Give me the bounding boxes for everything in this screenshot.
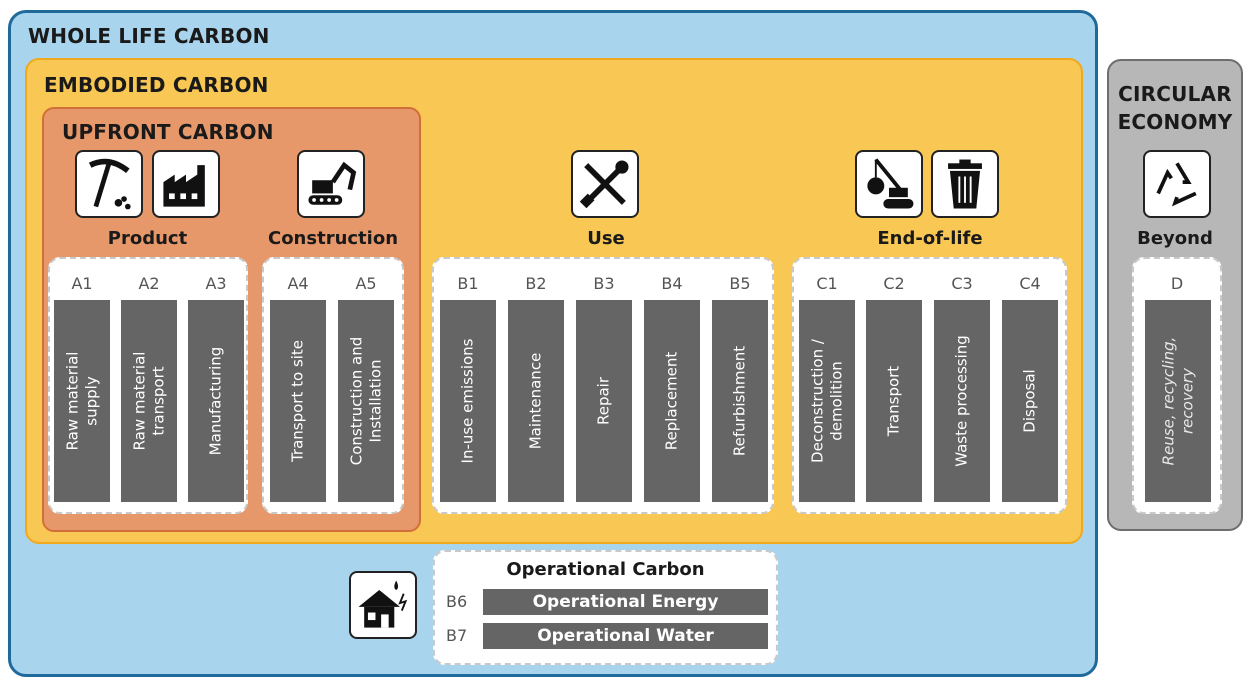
whole-life-carbon-title: WHOLE LIFE CARBON xyxy=(28,24,270,48)
stage-bar-a4: Transport to site xyxy=(270,300,326,502)
stage-label-c4: Disposal xyxy=(1020,369,1039,433)
stage-bar-c1: Deconstruction /demolition xyxy=(799,300,855,502)
circular-economy-title: CIRCULAR ECONOMY xyxy=(1107,80,1243,136)
stage-code-c3: C3 xyxy=(951,274,973,293)
stage-bar-a3: Manufacturing xyxy=(188,300,244,502)
factory-icon xyxy=(152,150,220,218)
stage-code-b4: B4 xyxy=(661,274,683,293)
end-of-life-group-label: End-of-life xyxy=(877,228,983,249)
stage-bar-b1: In-use emissions xyxy=(440,300,496,502)
stage-code-a3: A3 xyxy=(205,274,227,293)
stage-code-b1: B1 xyxy=(457,274,479,293)
stage-bar-b2: Maintenance xyxy=(508,300,564,502)
stage-label-a5-line1: Construction and xyxy=(347,336,366,466)
stage-label-a2-line1: Raw material xyxy=(130,351,149,451)
stage-label-c1-line1: Deconstruction / xyxy=(808,339,827,463)
excavator-icon xyxy=(297,150,365,218)
stage-label-b3: Repair xyxy=(594,376,613,426)
stage-code-b7: B7 xyxy=(446,626,468,645)
recycle-icon xyxy=(1143,150,1211,218)
stage-label-a1-line1: Raw material xyxy=(63,351,82,451)
stage-code-b5: B5 xyxy=(729,274,751,293)
stage-bar-c4: Disposal xyxy=(1002,300,1058,502)
beyond-group-label: Beyond xyxy=(1137,228,1213,249)
stage-code-c2: C2 xyxy=(883,274,905,293)
tools-icon xyxy=(571,150,639,218)
stage-code-b2: B2 xyxy=(525,274,547,293)
upfront-carbon-title: UPFRONT CARBON xyxy=(62,120,274,144)
stage-label-a2-line2: transport xyxy=(149,366,167,436)
stage-code-b3: B3 xyxy=(593,274,615,293)
stage-label-c3: Waste processing xyxy=(952,335,971,467)
stage-label-b1: In-use emissions xyxy=(458,338,477,464)
stage-label-c2: Transport xyxy=(884,365,903,437)
operational-water-bar: Operational Water xyxy=(483,623,768,649)
stage-code-a4: A4 xyxy=(287,274,309,293)
stage-bar-b3: Repair xyxy=(576,300,632,502)
stage-code-c4: C4 xyxy=(1019,274,1041,293)
wrecking-ball-icon xyxy=(855,150,923,218)
trash-can-icon xyxy=(931,150,999,218)
pickaxe-icon xyxy=(75,150,143,218)
stage-label-a3: Manufacturing xyxy=(206,346,225,456)
stage-bar-b5: Refurbishment xyxy=(712,300,768,502)
stage-bar-b4: Replacement xyxy=(644,300,700,502)
stage-label-a5-line2: Installation xyxy=(366,359,384,443)
stage-label-b4: Replacement xyxy=(662,351,681,451)
stage-label-b2: Maintenance xyxy=(526,352,545,450)
stage-label-d-line1: Reuse, recycling, xyxy=(1159,336,1178,466)
stage-label-b5: Refurbishment xyxy=(730,345,749,457)
circular-economy-title-line1: CIRCULAR xyxy=(1118,82,1232,106)
use-group-label: Use xyxy=(587,228,625,249)
embodied-carbon-title: EMBODIED CARBON xyxy=(44,73,269,97)
stage-label-c1-line2: demolition xyxy=(827,361,845,441)
construction-group-label: Construction xyxy=(267,228,399,249)
stage-bar-d: Reuse, recycling,recovery xyxy=(1145,300,1211,502)
stage-bar-c2: Transport xyxy=(866,300,922,502)
stage-code-a2: A2 xyxy=(138,274,160,293)
stage-code-c1: C1 xyxy=(816,274,838,293)
stage-label-a1-line2: supply xyxy=(82,376,100,426)
stage-code-b6: B6 xyxy=(446,592,468,611)
stage-label-a4: Transport to site xyxy=(288,339,307,463)
circular-economy-title-line2: ECONOMY xyxy=(1117,110,1233,134)
stage-label-d-line2: recovery xyxy=(1178,368,1196,434)
house-utilities-icon xyxy=(349,571,417,639)
stage-code-a5: A5 xyxy=(355,274,377,293)
operational-energy-bar: Operational Energy xyxy=(483,589,768,615)
operational-carbon-title: Operational Carbon xyxy=(506,559,705,580)
stage-code-a1: A1 xyxy=(71,274,93,293)
product-group-label: Product xyxy=(107,228,188,249)
stage-code-d: D xyxy=(1170,274,1184,293)
stage-bar-c3: Waste processing xyxy=(934,300,990,502)
